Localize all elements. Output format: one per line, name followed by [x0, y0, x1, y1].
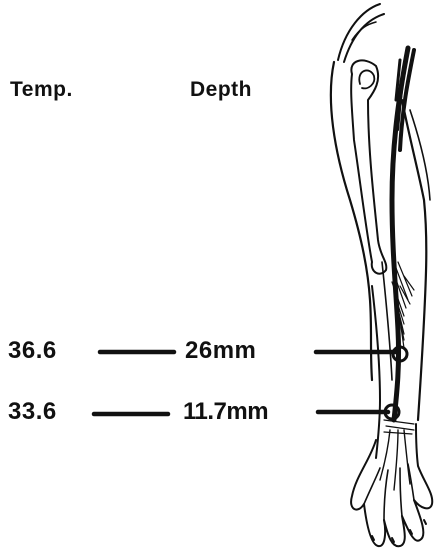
forearm-left-outline: [372, 286, 380, 458]
arm-right-outline: [402, 100, 426, 420]
humerus-bone: [351, 60, 386, 273]
hand-outline: [351, 424, 432, 546]
